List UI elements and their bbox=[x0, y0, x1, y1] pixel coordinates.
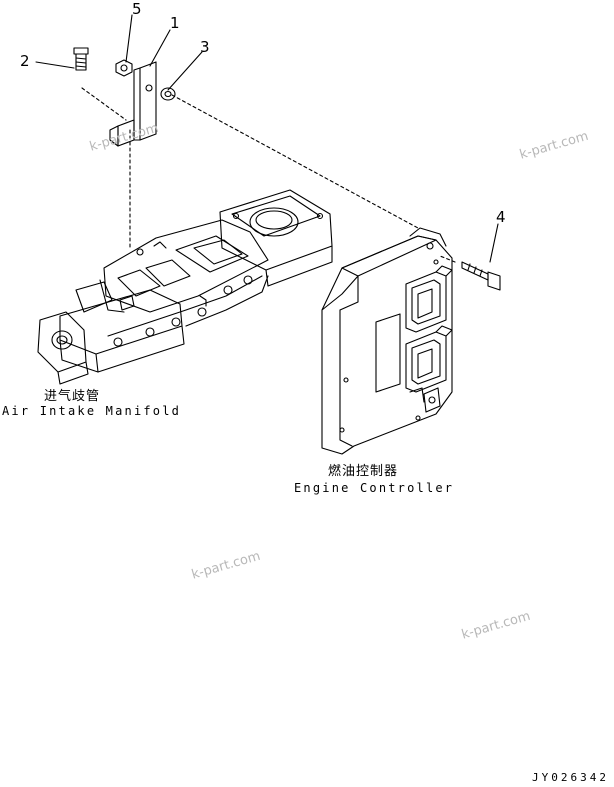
drawing-code: JY026342 bbox=[532, 771, 609, 784]
controller-label-en: Engine Controller bbox=[294, 481, 455, 495]
callout-4: 4 bbox=[496, 208, 506, 226]
bolt-part-4 bbox=[461, 261, 501, 291]
leader-lines bbox=[35, 14, 499, 263]
washer-part-3 bbox=[160, 87, 176, 101]
manifold-label-en: Air Intake Manifold bbox=[2, 404, 182, 418]
air-intake-manifold-drawing bbox=[37, 189, 333, 385]
bracket-part-1 bbox=[109, 61, 157, 147]
callout-2: 2 bbox=[20, 52, 30, 70]
callout-5: 5 bbox=[132, 0, 142, 18]
callout-1: 1 bbox=[170, 14, 180, 32]
bolt-part-2 bbox=[73, 47, 89, 71]
controller-label-cn: 燃油控制器 bbox=[328, 464, 399, 479]
manifold-label-cn: 进气歧管 bbox=[44, 389, 101, 404]
nut-part-5 bbox=[115, 59, 133, 77]
callout-3: 3 bbox=[200, 38, 210, 56]
engine-controller-drawing bbox=[321, 227, 453, 455]
